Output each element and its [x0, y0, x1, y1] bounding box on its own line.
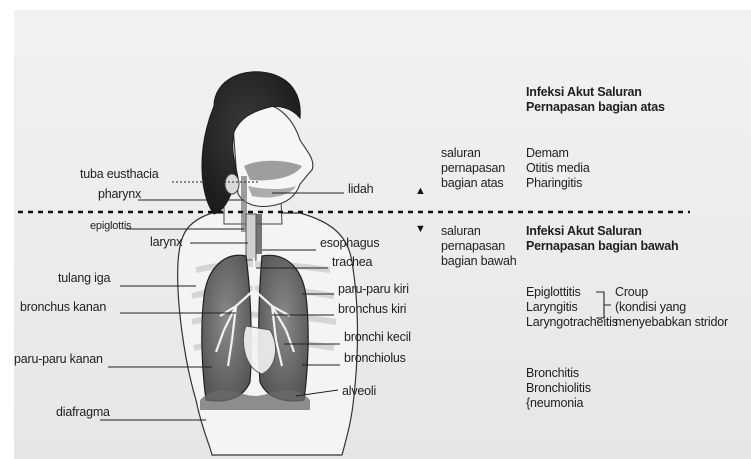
label-bronchus-kiri: bronchus kiri: [338, 302, 406, 316]
upper-disease-list: Demam Otitis media Pharingitis: [526, 146, 590, 191]
lower-disease-item: {neumonia: [526, 396, 591, 411]
label-epiglottis: epiglottis: [90, 219, 131, 233]
label-trachea: trachea: [332, 255, 372, 269]
label-tulang-iga: tulang iga: [58, 271, 110, 285]
left-lung: [259, 255, 308, 401]
upper-disease-item: Demam: [526, 146, 590, 161]
esophagus-tube: [256, 214, 262, 254]
lower-region: saluran pernapasan bagian bawah: [441, 224, 516, 269]
lower-region-line3: bagian bawah: [441, 254, 516, 269]
lower-region-line2: pernapasan: [441, 239, 516, 254]
croup-note: Croup (kondisi yang menyebabkan stridor: [615, 285, 728, 330]
lower-heading: Infeksi Akut Saluran Pernapasan bagian b…: [526, 224, 678, 254]
upper-region-line3: bagian atas: [441, 176, 505, 191]
lower-heading-line1: Infeksi Akut Saluran: [526, 224, 678, 239]
upper-disease-item: Otitis media: [526, 161, 590, 176]
label-pharynx: pharynx: [98, 187, 141, 201]
upper-heading: Infeksi Akut Saluran Pernapasan bagian a…: [526, 85, 665, 115]
label-paru-paru-kiri: paru-paru kiri: [338, 282, 409, 296]
upper-region: saluran pernapasan bagian atas: [441, 146, 505, 191]
lower-disease-item: Laryngitis: [526, 300, 618, 315]
upper-heading-line1: Infeksi Akut Saluran: [526, 85, 665, 100]
trachea-tube: [246, 214, 256, 260]
label-lidah: lidah: [348, 182, 373, 196]
upper-region-line2: pernapasan: [441, 161, 505, 176]
lower-disease-item: Bronchiolitis: [526, 381, 591, 396]
label-alveoli: alveoli: [342, 384, 376, 398]
upper-disease-item: Pharingitis: [526, 176, 590, 191]
croup-note-line3: menyebabkan stridor: [615, 315, 728, 330]
label-tuba-eusthacia: tuba eusthacia: [80, 167, 159, 181]
label-diafragma: diafragma: [56, 405, 110, 419]
up-arrow-icon: ▲: [415, 185, 426, 197]
label-paru-paru-kanan: paru-paru kanan: [14, 352, 103, 366]
label-bronchi-kecil: bronchi kecil: [344, 330, 411, 344]
label-larynx: larynx: [150, 235, 182, 249]
upper-heading-line2: Pernapasan bagian atas: [526, 100, 665, 115]
upper-region-line1: saluran: [441, 146, 505, 161]
lower-heading-line2: Pernapasan bagian bawah: [526, 239, 678, 254]
lower-disease-item: Epiglottitis: [526, 285, 618, 300]
ear: [225, 174, 239, 194]
croup-note-line1: Croup: [615, 285, 728, 300]
label-bronchus-kanan: bronchus kanan: [20, 300, 106, 314]
lower-region-line1: saluran: [441, 224, 516, 239]
lower-disease-item: Bronchitis: [526, 366, 591, 381]
lower-disease-item: Laryngotracheitis: [526, 315, 618, 330]
label-bronchiolus: bronchiolus: [344, 351, 406, 365]
right-lung: [202, 255, 251, 401]
croup-note-line2: (kondisi yang: [615, 300, 728, 315]
label-esophagus: esophagus: [320, 236, 379, 250]
bronchial-disease-list: Bronchitis Bronchiolitis {neumonia: [526, 366, 591, 411]
down-arrow-icon: ▼: [415, 223, 426, 235]
croup-group-list: Epiglottitis Laryngitis Laryngotracheiti…: [526, 285, 618, 330]
